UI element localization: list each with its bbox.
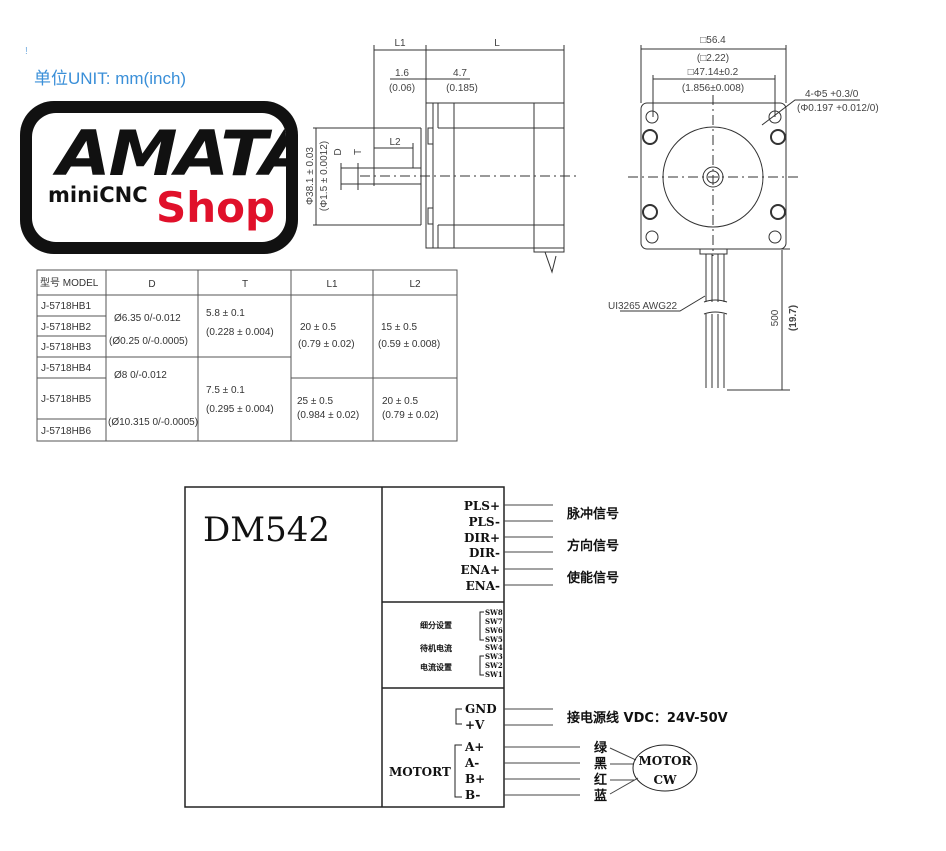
dim-0-185: (0.185) [446, 83, 478, 94]
pin-b-minus: B- [465, 788, 480, 802]
pin-ena-minus: ENA- [466, 579, 500, 593]
header-l1: L1 [326, 279, 338, 290]
switch-sw8: SW8 [485, 608, 503, 617]
model-cell: J-5718HB6 [41, 426, 91, 437]
d-value: Ø8 0/-0.012 [114, 370, 167, 381]
pin-vplus: +V [465, 718, 485, 732]
power-supply-label: 接电源线 VDC：24V-50V [567, 710, 728, 726]
model-cell: J-5718HB2 [41, 322, 91, 333]
d-value: Ø6.35 0/-0.012 [114, 313, 181, 324]
standby-current-label: 待机电流 [419, 643, 452, 653]
t-value-inch: (0.295 ± 0.004) [206, 404, 274, 415]
model-cell: J-5718HB3 [41, 342, 91, 353]
l1-value-inch: (0.984 ± 0.02) [297, 410, 359, 421]
l1-value-inch: (0.79 ± 0.02) [298, 339, 355, 350]
cable [703, 254, 728, 388]
t-label: T [353, 149, 364, 155]
front-view: □56.4 (□2.22) □47.14±0.2 (1.856±0.008) 4… [608, 35, 879, 391]
pitch-in: (1.856±0.008) [682, 83, 744, 94]
size-in: (□2.22) [697, 53, 729, 64]
switch-sw3: SW3 [485, 652, 503, 661]
motor-text: MOTOR [638, 754, 692, 768]
t-value-inch: (0.228 ± 0.004) [206, 327, 274, 338]
mark: ! [25, 46, 28, 57]
pin-pls-plus: PLS+ [464, 499, 500, 513]
boss-dim-mm: Φ38.1 ± 0.03 [305, 147, 316, 205]
header-l2: L2 [409, 279, 421, 290]
side-view: L1 L 1.6 (0.06) 4.7 (0.185) L2 D T Φ38.1… [305, 38, 578, 274]
l2-value-inch: (0.79 ± 0.02) [382, 410, 439, 421]
l2-value: 15 ± 0.5 [381, 322, 418, 333]
switch-sw2: SW2 [485, 661, 503, 670]
d-label: D [333, 148, 344, 155]
unit-label: 单位UNIT: mm(inch) [34, 69, 187, 88]
switch-sw7: SW7 [485, 617, 503, 626]
d-value-inch: (Ø0.25 0/-0.0005) [109, 336, 188, 347]
l1-label: L1 [394, 38, 406, 49]
direction-signal-label: 方向信号 [567, 538, 619, 554]
hole-in: (Φ0.197 +0.012/0) [797, 103, 879, 114]
wire-color-green: 绿 [594, 740, 608, 756]
switch-sw5: SW5 [485, 635, 503, 644]
switch-sw4: SW4 [485, 643, 503, 652]
pin-a-plus: A+ [464, 740, 484, 754]
l2-value: 20 ± 0.5 [382, 396, 419, 407]
current-setting-label: 电流设置 [420, 662, 452, 672]
pin-pls-minus: PLS- [468, 515, 500, 529]
boss-dim-in: (Φ1.5 ± 0.0012) [319, 141, 330, 211]
header-model: 型号 MODEL [40, 276, 99, 289]
wire-color-red: 红 [594, 772, 607, 788]
cable-length-in: (19.7) [788, 305, 799, 331]
header-t: T [242, 279, 248, 290]
model-cell: J-5718HB4 [41, 363, 91, 374]
dim-0-06: (0.06) [389, 83, 415, 94]
wire-color-black: 黑 [594, 757, 607, 772]
wire-color-blue: 蓝 [594, 788, 607, 804]
cable-spec: UI3265 AWG22 [608, 301, 678, 312]
microstep-setting-label: 细分设置 [420, 620, 452, 630]
header-d: D [148, 279, 155, 290]
d-value-inch: (Ø10.315 0/-0.0005) [108, 417, 198, 428]
enable-signal-label: 使能信号 [566, 570, 619, 586]
dim-1-6: 1.6 [395, 68, 409, 79]
model-cell: J-5718HB5 [41, 394, 91, 405]
logo-tag: Shop [156, 183, 276, 232]
logo: AMATA miniCNC Shop [20, 101, 298, 254]
dim-4-7: 4.7 [453, 68, 467, 79]
t-value: 7.5 ± 0.1 [206, 385, 245, 396]
logo-subtitle: miniCNC [48, 183, 148, 207]
pin-gnd: GND [465, 702, 497, 716]
logo-title: AMATA [57, 117, 286, 190]
signal-pins [504, 504, 553, 586]
driver-diagram: DM542 PLS+ PLS- DIR+ DIR- ENA+ ENA- 脉冲信号… [184, 486, 728, 808]
pin-b-plus: B+ [465, 772, 485, 786]
t-value: 5.8 ± 0.1 [206, 308, 245, 319]
l1-value: 20 ± 0.5 [300, 322, 337, 333]
l1-value: 25 ± 0.5 [297, 396, 334, 407]
l2-label: L2 [389, 137, 401, 148]
l2-value-inch: (0.59 ± 0.008) [378, 339, 440, 350]
pitch-mm: □47.14±0.2 [688, 67, 739, 78]
hole-mm: 4-Φ5 +0.3/0 [805, 89, 859, 100]
switch-sw6: SW6 [485, 626, 503, 635]
pin-ena-plus: ENA+ [461, 563, 500, 577]
motor-direction-text: CW [653, 773, 677, 787]
switch-sw1: SW1 [485, 670, 503, 679]
motor-symbol [632, 744, 698, 792]
spec-table: 型号 MODEL D T L1 L2 J-5718HB1 J-5718HB2 J… [36, 269, 458, 442]
pin-dir-plus: DIR+ [464, 531, 500, 545]
size-mm: □56.4 [700, 35, 726, 46]
l-label: L [494, 38, 500, 49]
mount-holes [642, 110, 786, 244]
motor-port-label: MOTORT [389, 765, 451, 779]
cable-length-mm: 500 [770, 309, 781, 326]
pin-a-minus: A- [464, 756, 479, 770]
driver-model: DM542 [203, 510, 330, 550]
pin-dir-minus: DIR- [469, 546, 500, 560]
pulse-signal-label: 脉冲信号 [566, 506, 619, 522]
model-cell: J-5718HB1 [41, 301, 91, 312]
